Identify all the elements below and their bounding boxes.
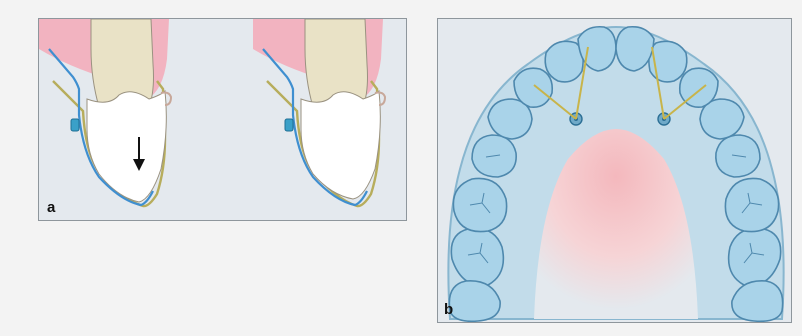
dental-arch-occlusal-illustration bbox=[438, 19, 792, 323]
panel-label-a: a bbox=[47, 200, 55, 215]
panel-label-b: b bbox=[444, 302, 453, 317]
tooth-molar-left-2 bbox=[453, 178, 506, 231]
tooth-molar-right-2 bbox=[725, 178, 778, 231]
tooth-crown bbox=[87, 91, 166, 202]
panel-b: b bbox=[437, 18, 792, 323]
tooth-incisor-left-2 bbox=[545, 41, 583, 82]
tooth-crown bbox=[301, 91, 380, 199]
right-tooth-section bbox=[253, 19, 385, 206]
panel-a: a bbox=[38, 18, 407, 221]
tooth-cross-section-illustration bbox=[39, 19, 407, 221]
left-tooth-section bbox=[39, 19, 171, 206]
attachment-button bbox=[285, 119, 293, 131]
attachment-button bbox=[71, 119, 79, 131]
